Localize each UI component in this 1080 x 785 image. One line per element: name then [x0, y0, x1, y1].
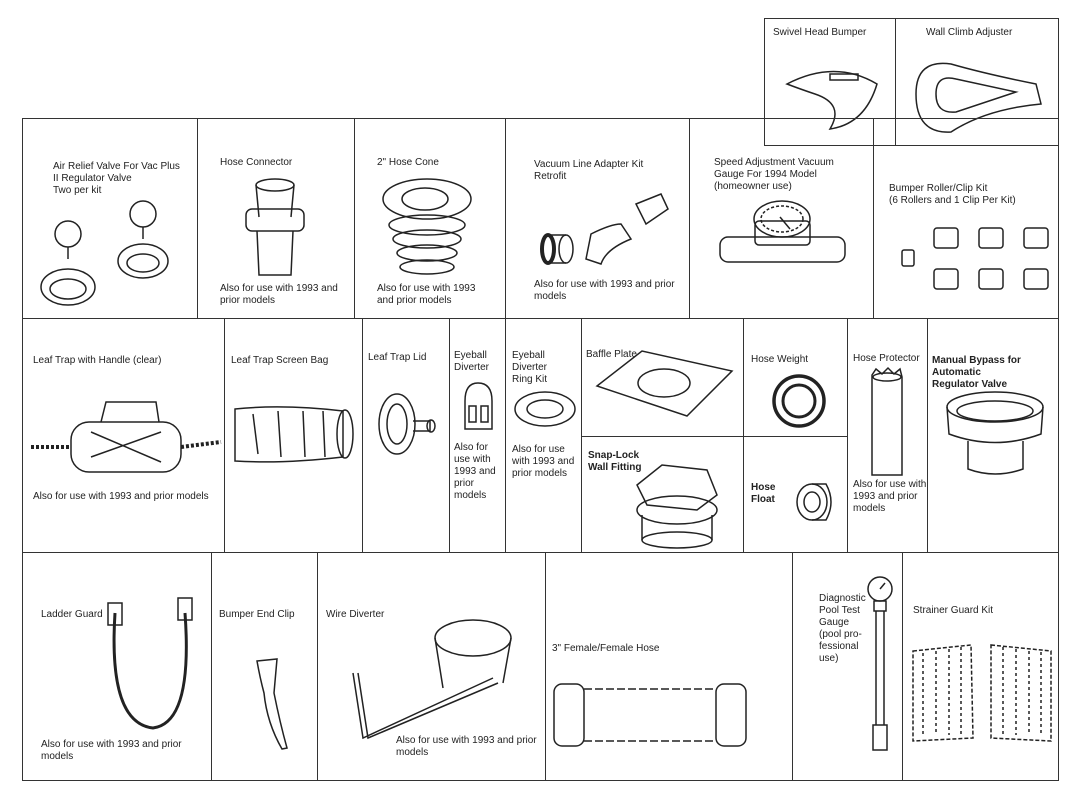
- manual-bypass-illustration: [946, 391, 1044, 475]
- part-title: Bumper End Clip: [219, 609, 295, 620]
- part-title: Swivel Head Bumper: [773, 27, 867, 38]
- part-title: Baffle Plate: [586, 349, 637, 360]
- cell-hose-protector: Hose Protector Also for use with 1993 an…: [847, 318, 928, 553]
- vacuum-line-adapter-illustration: [540, 193, 669, 265]
- part-title: Leaf Trap with Handle (clear): [33, 355, 162, 366]
- part-title: Diagnostic Pool Test Gauge (pool pro- fe…: [819, 593, 866, 664]
- part-title: 2" Hose Cone: [377, 157, 439, 168]
- cell-baffle-plate: Baffle Plate: [581, 318, 744, 437]
- hose-connector-illustration: [245, 178, 305, 276]
- part-note: Also for use with 1993 and prior models: [377, 283, 476, 306]
- cell-leaf-trap-bag: Leaf Trap Screen Bag: [224, 318, 363, 553]
- part-title: Leaf Trap Lid: [368, 352, 427, 363]
- cell-air-relief-valve: Air Relief Valve For Vac Plus II Regulat…: [22, 118, 198, 319]
- cell-manual-bypass: Manual Bypass for Automatic Regulator Va…: [927, 318, 1059, 553]
- part-title: Vacuum Line Adapter Kit Retrofit: [534, 159, 644, 182]
- part-title: Speed Adjustment Vacuum Gauge For 1994 M…: [714, 157, 834, 192]
- cell-hose-connector: Hose Connector Also for use with 1993 an…: [197, 118, 355, 319]
- part-title: 3" Female/Female Hose: [552, 643, 660, 654]
- part-title: Hose Protector: [853, 353, 920, 364]
- leaf-trap-handle-illustration: [31, 401, 222, 473]
- part-title: Strainer Guard Kit: [913, 605, 994, 616]
- swivel-head-bumper-illustration: [785, 70, 878, 130]
- part-note: Also for use with 1993 and prior models: [220, 283, 338, 306]
- part-title: Leaf Trap Screen Bag: [231, 355, 329, 366]
- eyeball-ring-illustration: [514, 391, 576, 427]
- hose-weight-illustration: [772, 374, 826, 428]
- cell-speed-gauge: Speed Adjustment Vacuum Gauge For 1994 M…: [689, 118, 874, 319]
- part-title: Eyeball Diverter: [454, 350, 490, 373]
- part-title: Wire Diverter: [326, 609, 385, 620]
- part-title: Wall Climb Adjuster: [926, 27, 1013, 38]
- cell-hose-weight: Hose Weight: [743, 318, 848, 437]
- part-title: Hose Float: [751, 482, 776, 505]
- part-note: Also for use with 1993 and prior models: [512, 444, 575, 479]
- part-title: Bumper Roller/Clip Kit (6 Rollers and 1 …: [889, 183, 1016, 206]
- part-note: Also for use with 1993 and prior models: [33, 491, 209, 502]
- cell-strainer-guard: Strainer Guard Kit: [902, 552, 1059, 781]
- strainer-guard-illustration: [912, 644, 1052, 742]
- cell-wire-diverter: Wire Diverter Also for use with 1993 and…: [317, 552, 546, 781]
- cell-bumper-end-clip: Bumper End Clip: [211, 552, 318, 781]
- wall-climb-adjuster-illustration: [915, 62, 1042, 133]
- cell-female-hose: 3" Female/Female Hose: [545, 552, 793, 781]
- cell-eyeball-ring: Eyeball Diverter Ring Kit Also for use w…: [505, 318, 582, 553]
- leaf-trap-bag-illustration: [234, 406, 354, 463]
- hose-cone-illustration: [382, 178, 472, 275]
- cell-eyeball-diverter: Eyeball Diverter Also for use with 1993 …: [449, 318, 506, 553]
- wire-diverter-illustration: [352, 619, 512, 740]
- part-note: Also for use with 1993 and prior models: [396, 735, 537, 758]
- cell-hose-float: Hose Float: [743, 436, 848, 553]
- part-note: Also for use with 1993 and prior models: [454, 442, 496, 501]
- cell-wall-climb-adjuster: Wall Climb Adjuster: [895, 18, 1059, 146]
- hose-float-illustration: [796, 483, 832, 521]
- bumper-roller-illustration: [901, 227, 1049, 290]
- part-title: Hose Connector: [220, 157, 293, 168]
- part-title: Snap-Lock Wall Fitting: [588, 450, 642, 473]
- part-note: Also for use with 1993 and prior models: [41, 739, 182, 762]
- part-title: Eyeball Diverter Ring Kit: [512, 350, 548, 385]
- part-title: Hose Weight: [751, 354, 809, 365]
- snap-lock-illustration: [636, 464, 718, 549]
- hose-protector-illustration: [871, 366, 903, 476]
- part-title: Manual Bypass for Automatic Regulator Va…: [932, 355, 1021, 390]
- part-title: Air Relief Valve For Vac Plus II Regulat…: [53, 161, 180, 196]
- part-note: Also for use with 1993 and prior models: [853, 479, 927, 514]
- baffle-plate-illustration: [595, 350, 734, 417]
- speed-gauge-illustration: [719, 200, 846, 263]
- part-note: Also for use with 1993 and prior models: [534, 279, 675, 302]
- cell-snap-lock: Snap-Lock Wall Fitting: [581, 436, 744, 553]
- cell-ladder-guard: Ladder Guard Also for use with 1993 and …: [22, 552, 212, 781]
- cell-hose-cone: 2" Hose Cone Also for use with 1993 and …: [354, 118, 506, 319]
- bumper-end-clip-illustration: [256, 658, 288, 750]
- cell-leaf-trap-lid: Leaf Trap Lid: [362, 318, 450, 553]
- ladder-guard-illustration: [107, 597, 193, 730]
- cell-bumper-roller: Bumper Roller/Clip Kit (6 Rollers and 1 …: [873, 118, 1059, 319]
- diagnostic-gauge-illustration: [867, 576, 893, 751]
- part-title: Ladder Guard: [41, 609, 103, 620]
- cell-leaf-trap-handle: Leaf Trap with Handle (clear) Also for u…: [22, 318, 225, 553]
- eyeball-diverter-illustration: [464, 382, 493, 430]
- cell-vacuum-line-adapter: Vacuum Line Adapter Kit Retrofit Also fo…: [505, 118, 690, 319]
- female-hose-illustration: [553, 683, 747, 747]
- leaf-trap-lid-illustration: [378, 393, 436, 455]
- air-relief-valve-illustration: [40, 200, 169, 306]
- cell-diagnostic-gauge: Diagnostic Pool Test Gauge (pool pro- fe…: [792, 552, 903, 781]
